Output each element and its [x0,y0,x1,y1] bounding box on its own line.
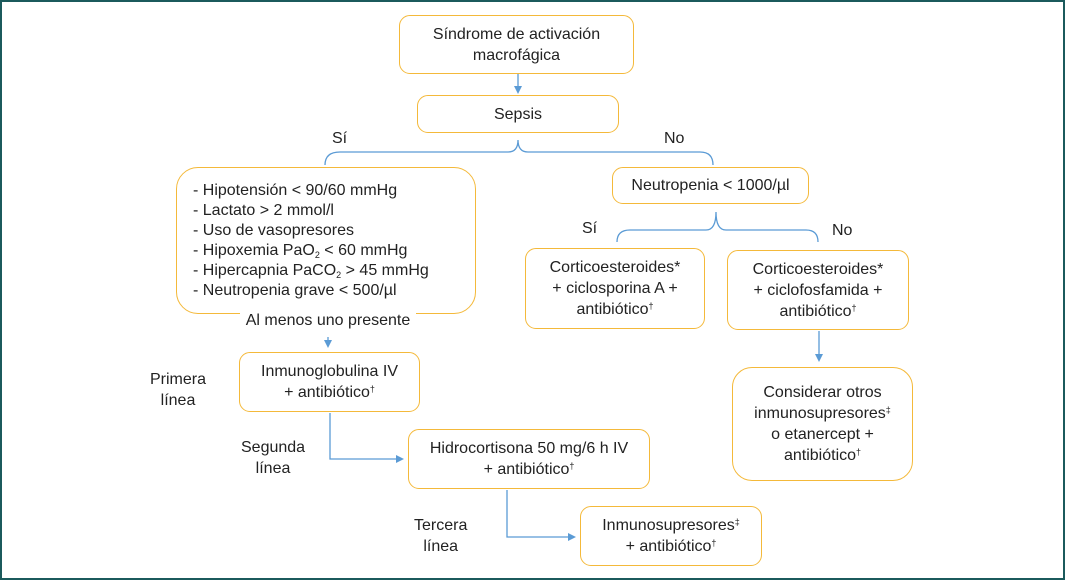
ig-line-2: + antibiótico† [284,384,375,401]
node-hydrocortisone: Hidrocortisona 50 mg/6 h IV + antibiótic… [408,429,650,489]
root-line-2: macrofágica [472,46,561,64]
label-third-line: Tercera línea [414,515,467,557]
third-line-word-1: Tercera [414,517,468,534]
third-line-word-2: línea [423,538,459,555]
branch-label-sepsis-no: No [664,130,685,147]
node-severity-criteria: - Hipotensión < 90/60 mmHg - Lactato > 2… [176,167,476,314]
ig-line-1: Inmunoglobulina IV [261,363,398,380]
criterion-hypotension: - Hipotensión < 90/60 mmHg [193,181,398,199]
first-line-word-1: Primera [150,371,207,388]
branch-label-neutropenia-yes: Sí [582,220,598,237]
criteria-footer-text: Al menos uno presente [239,312,417,329]
arrow-hidro-to-inmuno [506,490,576,541]
inmuno-line-2: + antibiótico† [625,538,717,555]
hidro-line-2: + antibiótico† [483,461,575,478]
ciclosporina-line-2: + ciclosporina A + [552,280,678,297]
criterion-severe-neutropenia: - Neutropenia grave < 500/µl [193,281,397,299]
hidro-line-1: Hidrocortisona 50 mg/6 h IV [429,440,629,457]
ciclosporina-line-1: Corticoesteroides* [549,259,681,276]
ciclofosfamida-line-2: + ciclofosfamida + [753,281,883,299]
considerar-line-2: inmunosupresores‡ [754,405,891,422]
node-neutropenia: Neutropenia < 1000/µl [612,167,809,204]
brace-neutropenia [616,211,819,243]
node-sepsis: Sepsis [417,95,619,133]
first-line-word-2: línea [160,392,196,409]
neutropenia-label: Neutropenia < 1000/µl [631,177,790,194]
considerar-line-3: o etanercept + [771,426,874,443]
node-consider-other-immunosuppressants: Considerar otros inmunosupresores‡ o eta… [732,367,913,481]
node-immunoglobulin: Inmunoglobulina IV + antibiótico† [239,352,420,412]
ciclofosfamida-line-1: Corticoesteroides* [752,260,884,278]
criteria-footer: Al menos uno presente [230,310,426,331]
brace-sepsis [324,139,714,166]
criterion-vasopressors: - Uso de vasopresores [193,221,354,239]
node-immunosuppressants: Inmunosupresores‡ + antibiótico† [580,506,762,566]
node-corticosteroids-cyclophosphamide: Corticoesteroides* + ciclofosfamida + an… [727,250,909,330]
branch-label-neutropenia-no: No [832,222,853,239]
second-line-word-2: línea [255,460,291,477]
branch-label-sepsis-yes: Sí [332,130,348,147]
label-first-line: Primera línea [150,369,206,411]
considerar-line-1: Considerar otros [763,384,882,401]
criterion-lactate: - Lactato > 2 mmol/l [193,201,334,219]
ciclofosfamida-line-3: antibiótico† [779,302,857,320]
inmuno-line-1: Inmunosupresores‡ [602,517,740,534]
criterion-hypercapnia: - Hipercapnia PaCO2 > 45 mmHg [193,261,429,280]
ciclosporina-line-3: antibiótico† [576,301,654,318]
arrow-ig-to-hidro [329,413,404,463]
second-line-word-1: Segunda [241,439,306,456]
label-second-line: Segunda línea [241,437,305,479]
root-line-1: Síndrome de activación [432,25,601,43]
considerar-line-4: antibiótico† [783,447,862,464]
criterion-hypoxemia: - Hipoxemia PaO2 < 60 mmHg [193,241,408,260]
node-macrophage-activation-syndrome: Síndrome de activación macrofágica [399,15,634,74]
sepsis-label: Sepsis [493,105,543,123]
node-corticosteroids-cyclosporine: Corticoesteroides* + ciclosporina A + an… [525,248,705,329]
